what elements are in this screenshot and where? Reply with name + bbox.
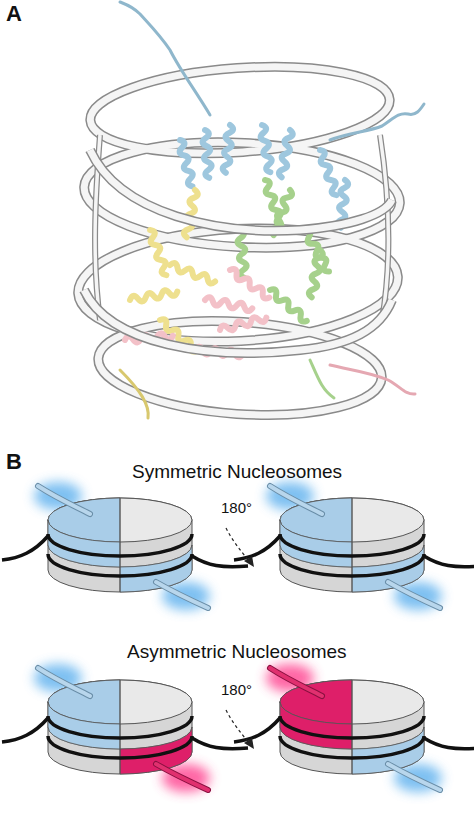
histone-tails bbox=[120, 2, 424, 418]
panel-heading: Symmetric Nucleosomes bbox=[132, 462, 342, 483]
panel-heading: Asymmetric Nucleosomes bbox=[127, 642, 347, 663]
panel-letter: B bbox=[6, 450, 22, 474]
nucleosome-cartoon bbox=[2, 482, 248, 610]
nucleosome-cartoon bbox=[234, 482, 474, 610]
dna-front bbox=[84, 150, 392, 353]
nucleosome-cartoon bbox=[234, 664, 474, 792]
histone-helices bbox=[125, 124, 349, 357]
nucleosome-structure bbox=[75, 2, 424, 424]
rotation-label: 180° bbox=[221, 682, 252, 699]
panel-letter: A bbox=[6, 2, 22, 26]
rotation-label: 180° bbox=[221, 500, 252, 517]
nucleosome-cartoon bbox=[2, 664, 248, 792]
